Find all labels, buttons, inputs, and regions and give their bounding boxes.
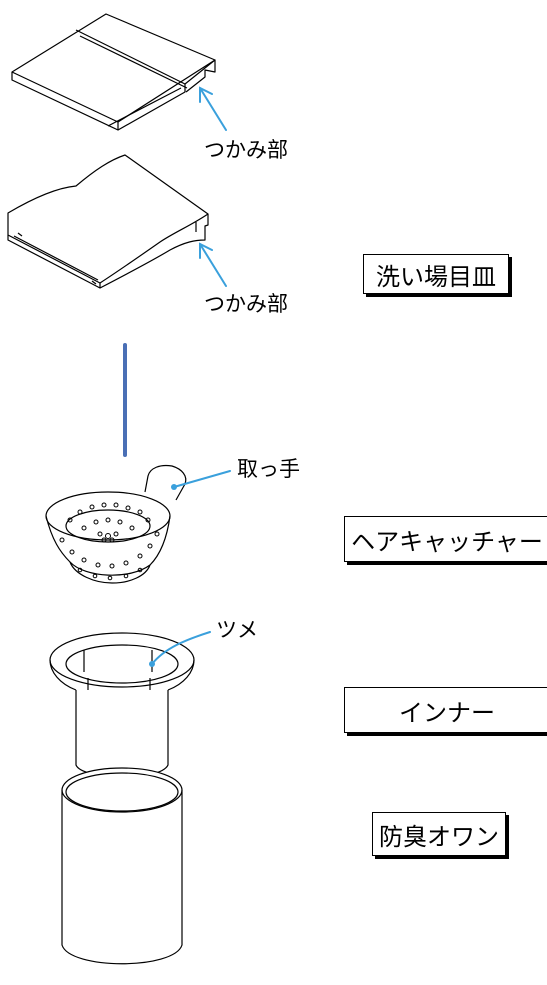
grip-label-2: つかみ部 (204, 292, 288, 316)
handle-leader-line (171, 470, 231, 490)
grip-label-1: つかみ部 (204, 138, 288, 162)
odor-bowl-name-box: 防臭オワン (372, 812, 506, 856)
wash-plate-name-box: 洗い場目皿 (363, 254, 509, 294)
inner-drawing (49, 632, 195, 778)
hair-catcher-name-box: ヘアキャッチャー (344, 516, 547, 562)
inner-name-box: インナー (344, 687, 547, 733)
odor-bowl-drawing (61, 767, 183, 965)
handle-label: 取っ手 (237, 457, 300, 481)
grip-2-leader-arrow (199, 242, 227, 287)
hair-catcher-drawing (45, 464, 187, 584)
claw-leader-line (149, 631, 211, 667)
wash-plate-drawing (7, 154, 209, 289)
grip-1-leader-arrow (199, 86, 227, 131)
top-cover-plate (11, 13, 216, 131)
claw-label: ツメ (216, 618, 258, 642)
